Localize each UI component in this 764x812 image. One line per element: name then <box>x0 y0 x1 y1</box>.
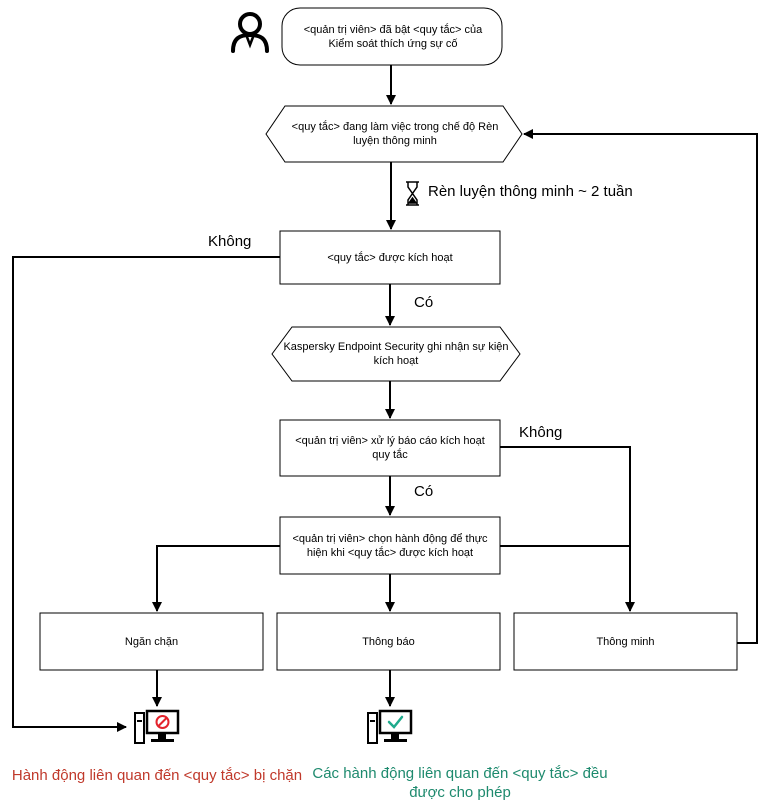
admin-user-icon <box>231 12 269 53</box>
hourglass-icon <box>406 181 419 206</box>
smart-node <box>513 612 738 671</box>
rule-enabled-text: <quản trị viên> đã bật <quy tắc> của Kiể… <box>303 23 483 50</box>
smart-training-text: <quy tắc> đang làm việc trong chế độ Rèn… <box>291 121 499 147</box>
allowed-outcome-text: Các hành động liên quan đến <quy tắc> đề… <box>312 765 608 801</box>
no-label-1: Không <box>208 233 252 250</box>
blocked-outcome-text: Hành động liên quan đến <quy tắc> bị chặ… <box>11 767 303 784</box>
block-text: Ngăn chặn <box>124 635 179 648</box>
admin-chooses-text: <quản trị viên> chọn hành động để thực h… <box>292 532 488 559</box>
edge-choose-to-block <box>152 545 280 612</box>
rule-triggered-node <box>279 230 501 285</box>
notify-node <box>276 612 501 671</box>
smart-text: Thông minh <box>596 635 655 648</box>
edge-smart-loop <box>523 129 758 644</box>
smart-training-node <box>265 105 523 163</box>
rule-triggered-text: <quy tắc> được kích hoạt <box>327 251 453 264</box>
kes-logs-text: Kaspersky Endpoint Security ghi nhận sự … <box>283 341 509 367</box>
edge-triggered-no <box>12 256 280 732</box>
admin-processes-text: <quản trị viên> xử lý báo cáo kích hoạt … <box>295 435 485 461</box>
blocked-computer-icon <box>134 709 180 744</box>
allowed-computer-icon <box>367 709 413 744</box>
yes-label-2: Có <box>414 483 434 500</box>
yes-label-1: Có <box>414 294 434 311</box>
duration-label: Rèn luyện thông minh ~ 2 tuần <box>428 183 633 200</box>
edge-process-no <box>500 446 635 612</box>
notify-text: Thông báo <box>362 635 415 648</box>
no-label-2: Không <box>519 424 563 441</box>
admin-processes-node <box>279 419 501 477</box>
block-node <box>39 612 264 671</box>
kes-logs-node <box>271 326 521 382</box>
